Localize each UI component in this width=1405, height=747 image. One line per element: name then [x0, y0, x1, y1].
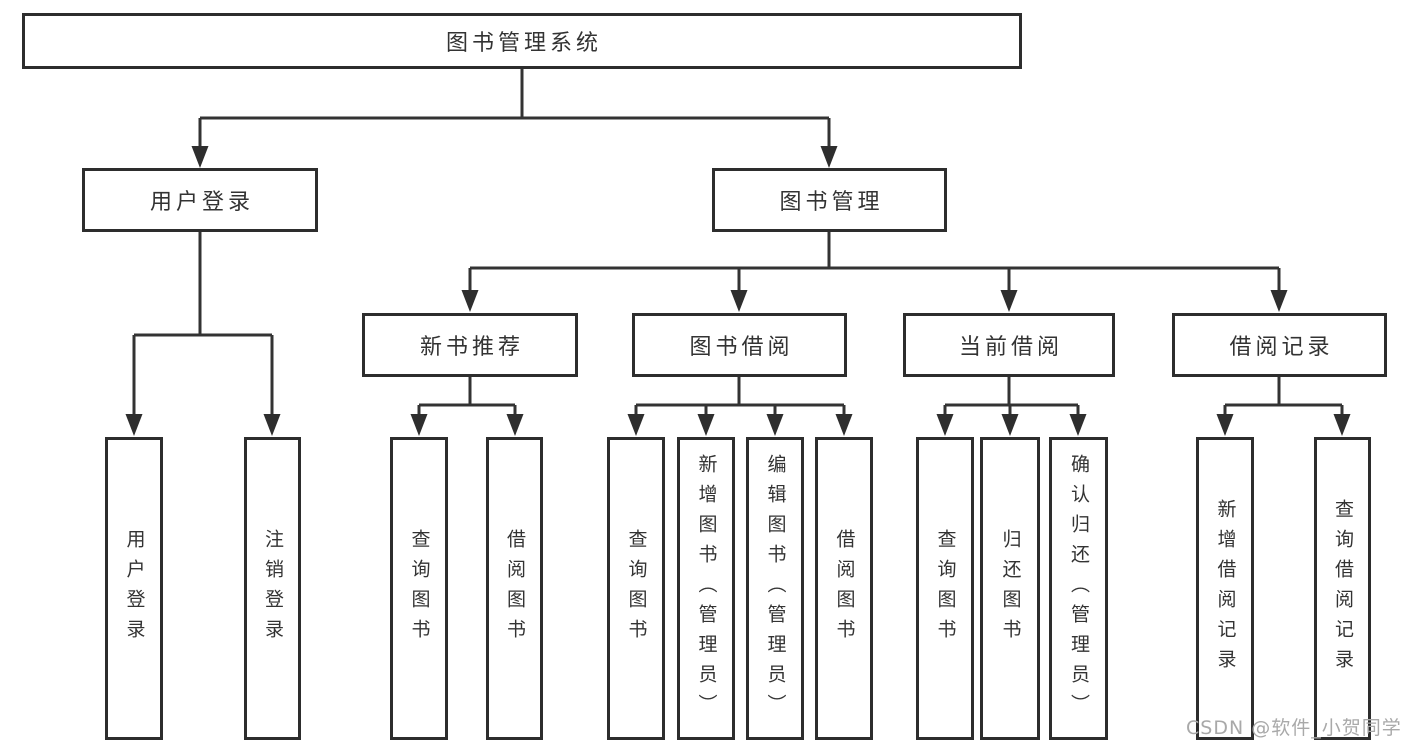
csdn-watermark: CSDN @软件_小贺同学 [1186, 717, 1402, 739]
leaf-query-books-current-label: 查询图书 [934, 528, 957, 649]
node-current-borrowing-label: 当前借阅 [958, 335, 1063, 360]
edge-root-to-level2 [191, 69, 838, 168]
leaf-return-book: 归还图书 [980, 437, 1040, 740]
leaf-borrow-books-recommend: 借阅图书 [486, 437, 543, 740]
node-user-login-label: 用户登录 [149, 190, 254, 215]
leaf-query-books-current: 查询图书 [916, 437, 974, 740]
leaf-confirm-return-admin-label: 确认归还（管理员） [1068, 453, 1090, 724]
leaf-confirm-return-admin: 确认归还（管理员） [1049, 437, 1108, 740]
leaf-add-borrow-record: 新增借阅记录 [1196, 437, 1254, 740]
node-user-login: 用户登录 [82, 168, 318, 232]
leaf-edit-book-admin: 编辑图书（管理员） [746, 437, 804, 740]
node-book-borrowing: 图书借阅 [632, 313, 847, 377]
edge-book-management-to-level3 [461, 232, 1288, 312]
leaf-logout: 注销登录 [244, 437, 301, 740]
edge-current-borrowing-to-leaves [936, 377, 1087, 436]
node-book-management-label: 图书管理 [779, 190, 884, 215]
node-borrowing-records: 借阅记录 [1172, 313, 1387, 377]
leaf-edit-book-admin-label: 编辑图书（管理员） [764, 453, 787, 724]
node-root-label: 图书管理系统 [445, 31, 602, 56]
node-book-borrowing-label: 图书借阅 [689, 335, 794, 360]
leaf-add-book-admin: 新增图书（管理员） [677, 437, 735, 740]
leaf-borrow-books-borrowing: 借阅图书 [815, 437, 873, 740]
leaf-add-borrow-record-label: 新增借阅记录 [1214, 498, 1237, 679]
leaf-query-books-recommend: 查询图书 [390, 437, 448, 740]
node-book-management: 图书管理 [712, 168, 947, 232]
edge-new-book-recommend-to-leaves [410, 377, 524, 436]
leaf-borrow-books-borrowing-label: 借阅图书 [833, 528, 856, 649]
node-borrowing-records-label: 借阅记录 [1229, 335, 1334, 360]
node-root: 图书管理系统 [22, 13, 1022, 69]
node-new-book-recommend-label: 新书推荐 [419, 335, 524, 360]
edge-book-borrowing-to-leaves [627, 377, 853, 436]
leaf-user-login-label: 用户登录 [123, 528, 146, 649]
edge-borrowing-records-to-leaves [1216, 377, 1351, 436]
leaf-query-books-borrowing: 查询图书 [607, 437, 665, 740]
leaf-user-login: 用户登录 [105, 437, 163, 740]
edge-user-login-to-leaves [125, 232, 281, 436]
leaf-query-borrow-record: 查询借阅记录 [1314, 437, 1371, 740]
leaf-query-borrow-record-label: 查询借阅记录 [1332, 498, 1354, 679]
leaf-logout-label: 注销登录 [262, 528, 284, 649]
leaf-query-books-borrowing-label: 查询图书 [625, 528, 648, 649]
node-new-book-recommend: 新书推荐 [362, 313, 578, 377]
leaf-query-books-recommend-label: 查询图书 [408, 528, 431, 649]
node-current-borrowing: 当前借阅 [903, 313, 1115, 377]
leaf-add-book-admin-label: 新增图书（管理员） [695, 453, 718, 724]
leaf-borrow-books-recommend-label: 借阅图书 [504, 528, 526, 649]
leaf-return-book-label: 归还图书 [999, 528, 1022, 649]
